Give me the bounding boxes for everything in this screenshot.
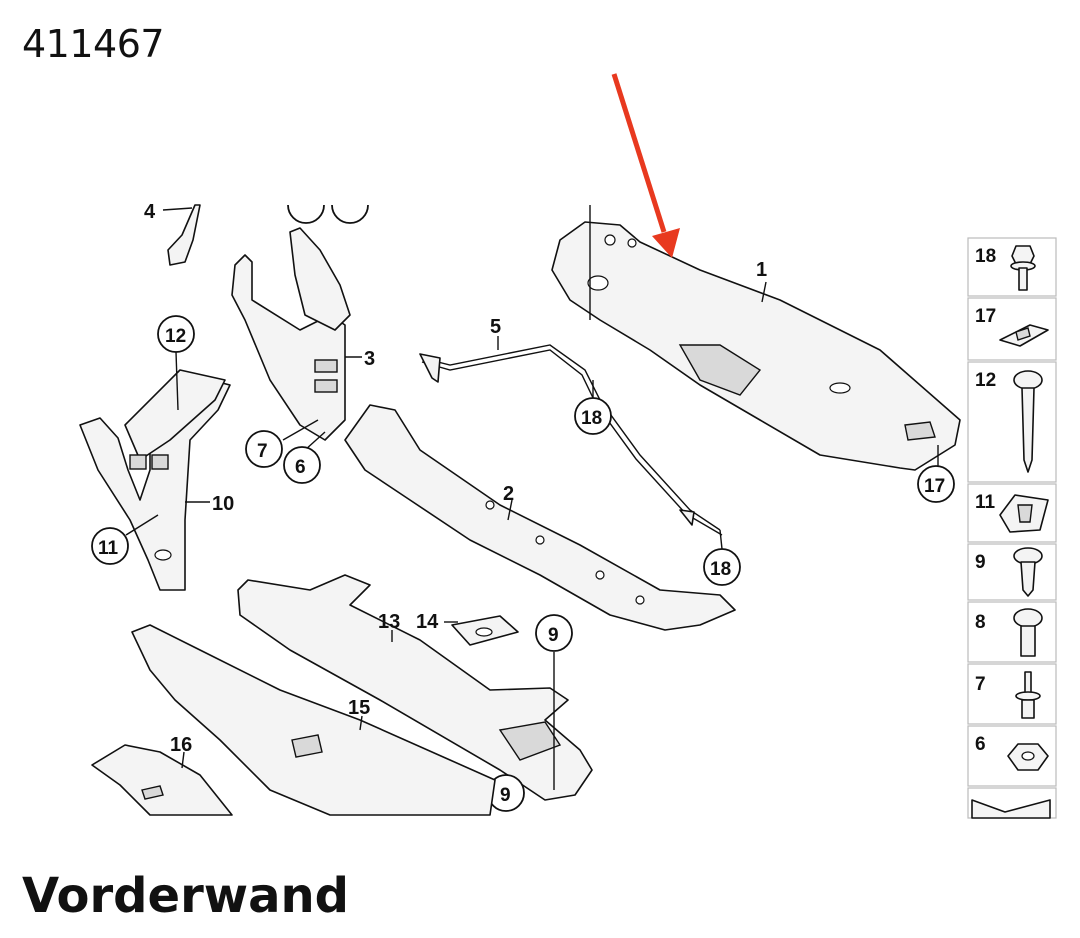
rivet-icon: [1015, 671, 1041, 719]
plate-part-14: [451, 615, 519, 646]
legend-label-9: 9: [975, 552, 986, 573]
callout-16: 16: [170, 734, 192, 756]
callout-9a: 9: [548, 625, 559, 646]
callout-9b: 9: [500, 785, 511, 806]
callout-6: 6: [295, 457, 306, 478]
legend-label-18: 18: [975, 246, 996, 267]
bolt-icon: [1013, 608, 1043, 657]
lower-panel-part-15: [131, 624, 496, 816]
callout-14: 14: [416, 611, 439, 633]
callout-18b: 18: [710, 559, 731, 580]
callout-10: 10: [212, 493, 234, 515]
callout-15: 15: [348, 697, 370, 719]
lock-carrier-part-10: [79, 369, 231, 591]
callout-circle-12: [157, 315, 195, 353]
callout-circle-18a: [574, 397, 612, 435]
legend-label-17: 17: [975, 306, 996, 327]
leader-2: [507, 499, 513, 521]
fastener-legend: 18 17 12 11 9 8 7 6: [967, 237, 1057, 819]
callout-7: 7: [257, 441, 268, 462]
hex-flange-bolt-icon: [1010, 245, 1036, 291]
leader-4: [162, 207, 193, 211]
highlight-arrow: [611, 73, 680, 258]
leader-15: [359, 715, 363, 731]
callout-12: 12: [165, 326, 186, 347]
crossbeam-part-13: [237, 574, 593, 801]
callout-2: 2: [503, 483, 514, 505]
part-number: 411467: [22, 22, 165, 66]
callout-circle-11: [91, 527, 129, 565]
small-bracket-part-4: [167, 204, 201, 266]
hex-nut-icon: [1007, 743, 1049, 771]
legend-label-11: 11: [975, 492, 996, 513]
callout-4: 4: [144, 201, 156, 223]
leader-1: [761, 281, 767, 303]
long-screw-icon: [1013, 370, 1043, 473]
legend-label-8: 8: [975, 612, 986, 633]
callout-circle-6: [283, 446, 321, 484]
front-panel-part-1: [551, 205, 961, 471]
legend-label-6: 6: [975, 734, 986, 755]
callout-circle-17: [917, 465, 955, 503]
callout-13: 13: [378, 611, 400, 633]
legend-label-7: 7: [975, 674, 986, 695]
spring-nut-icon: [999, 494, 1049, 533]
callout-circle-9a: [535, 614, 573, 652]
callout-11: 11: [98, 538, 119, 559]
side-bracket-part-3: [231, 227, 351, 441]
leader-16: [181, 751, 185, 769]
callout-circle-18b: [703, 548, 741, 586]
callout-18a: 18: [581, 408, 602, 429]
screw-icon: [1013, 547, 1043, 597]
clip-icon: [999, 324, 1049, 347]
callout-17: 17: [924, 476, 945, 497]
callout-1: 1: [756, 259, 767, 281]
bracket-part-16: [91, 744, 233, 816]
callout-5: 5: [490, 316, 501, 338]
page-title: Vorderwand: [22, 868, 350, 924]
callout-circle-7: [245, 430, 283, 468]
lower-bracket-part-2: [344, 404, 736, 631]
legend-label-12: 12: [975, 370, 996, 391]
callout-3: 3: [364, 348, 375, 370]
